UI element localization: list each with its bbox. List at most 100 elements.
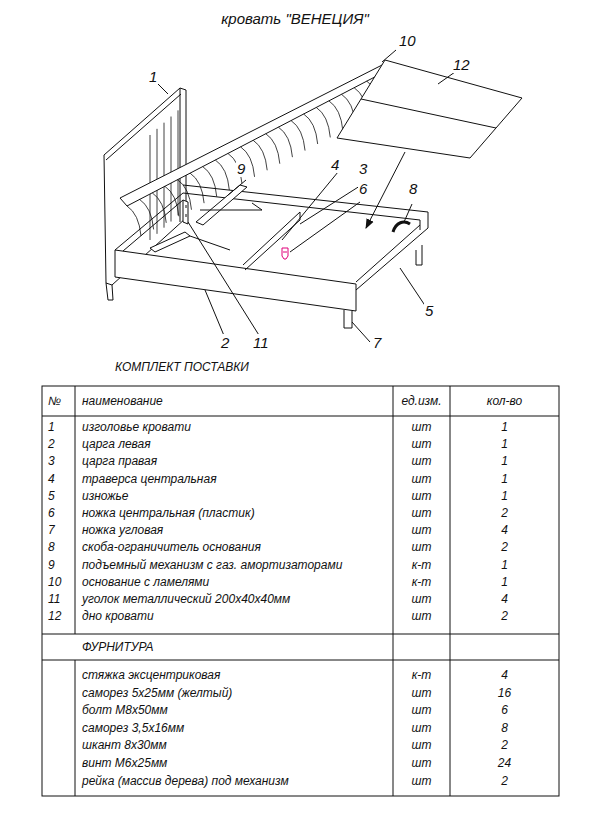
- callout-number: 2: [220, 334, 230, 351]
- table-cell: шт: [393, 592, 450, 606]
- table-header: №: [48, 394, 61, 408]
- section-heading: КОМПЛЕКТ ПОСТАВКИ: [115, 360, 249, 374]
- headboard-groove: [178, 110, 179, 215]
- table-cell: шт: [393, 774, 450, 788]
- lamella: [253, 140, 267, 170]
- table-cell: 11: [48, 592, 60, 606]
- table-cell: шт: [393, 721, 450, 735]
- table-cell: шт: [393, 703, 450, 717]
- lamella: [304, 114, 318, 144]
- callout-number: 1: [148, 68, 158, 85]
- table-cell: 7: [48, 523, 55, 537]
- table-cell: 4: [450, 523, 559, 537]
- lamella: [215, 160, 229, 190]
- table-cell: шт: [393, 540, 450, 554]
- table-cell: изголовье кровати: [82, 420, 191, 434]
- lamella: [266, 134, 280, 164]
- table-cell: 16: [450, 686, 559, 700]
- callout-number: 6: [358, 180, 368, 197]
- table-cell: к-т: [393, 558, 450, 572]
- table-cell: уголок металлический 200х40х40мм: [82, 592, 290, 606]
- lamella: [329, 101, 343, 131]
- lamella: [165, 186, 179, 216]
- table-cell: царга правая: [82, 454, 157, 468]
- table-cell: шт: [393, 686, 450, 700]
- table-cell: рейка (массив дерева) под механизм: [82, 774, 289, 788]
- table-cell: траверса центральная: [82, 472, 217, 486]
- table-cell: 2: [450, 738, 559, 752]
- callout-number: 8: [408, 180, 418, 197]
- table-cell: саморез 3,5х16мм: [82, 721, 184, 735]
- lamella: [190, 173, 204, 203]
- table-cell: болт М8х50мм: [82, 703, 168, 717]
- table-cell: изножье: [82, 489, 129, 503]
- table-cell: 6: [450, 703, 559, 717]
- table-cell: 1: [48, 420, 55, 434]
- table-cell: шт: [393, 437, 450, 451]
- table-cell: 1: [450, 437, 559, 451]
- table-cell: шт: [393, 489, 450, 503]
- table-cell: шт: [393, 472, 450, 486]
- table-cell: 1: [450, 558, 559, 572]
- table-header: ед.изм.: [393, 394, 450, 408]
- table-cell: стяжка эксцентриковая: [82, 668, 220, 682]
- table-cell: ножка угловая: [82, 523, 163, 537]
- table-cell: к-т: [393, 668, 450, 682]
- table-header: наименование: [82, 394, 163, 408]
- callout-number: 12: [452, 56, 471, 73]
- table-cell: дно кровати: [82, 609, 154, 623]
- table-cell: винт М6х25мм: [82, 756, 167, 770]
- table-cell: 2: [450, 506, 559, 520]
- lamella: [152, 193, 166, 223]
- callout-number: 3: [358, 160, 368, 177]
- callout-number: 11: [252, 334, 270, 351]
- table-cell: шт: [393, 454, 450, 468]
- table-cell: шт: [393, 609, 450, 623]
- table-cell: 24: [450, 756, 559, 770]
- table-cell: 4: [450, 668, 559, 682]
- table-cell: 2: [48, 437, 55, 451]
- callout-number: 9: [236, 160, 246, 177]
- table-cell: 2: [450, 774, 559, 788]
- callout-number: 4: [330, 156, 340, 173]
- table-cell: 8: [48, 540, 55, 554]
- table-cell: 6: [48, 506, 55, 520]
- table-cell: 5: [48, 489, 55, 503]
- table-cell: 4: [48, 472, 55, 486]
- callout-number: 7: [372, 334, 382, 351]
- lamella: [127, 206, 141, 236]
- table-cell: к-т: [393, 575, 450, 589]
- table-cell: 12: [48, 609, 61, 623]
- lamella: [316, 107, 330, 137]
- table-cell: 8: [450, 721, 559, 735]
- lamella: [177, 180, 191, 210]
- table-cell: 2: [450, 540, 559, 554]
- table-cell: 1: [450, 489, 559, 503]
- headboard-groove: [171, 117, 172, 222]
- table-cell: 1: [450, 575, 559, 589]
- table-cell: ножка центральная (пластик): [82, 506, 255, 520]
- table-cell: основание с ламелями: [82, 575, 209, 589]
- callout-number: 10: [398, 32, 417, 49]
- callout-number: 5: [424, 302, 434, 319]
- diagram-title: кровать "ВЕНЕЦИЯ": [221, 10, 369, 28]
- table-cell: 1: [450, 454, 559, 468]
- table-cell: скоба-ограничитель основания: [82, 540, 261, 554]
- table-cell: 2: [450, 609, 559, 623]
- table-cell: шкант 8х30мм: [82, 738, 167, 752]
- table-section: ФУРНИТУРА: [82, 640, 153, 654]
- table-cell: царга левая: [82, 437, 151, 451]
- table-cell: 9: [48, 558, 55, 572]
- lamella: [291, 121, 305, 151]
- lamella: [140, 199, 154, 229]
- table-cell: 10: [48, 575, 61, 589]
- table-cell: шт: [393, 420, 450, 434]
- table-cell: подъемный механизм с газ. амортизаторами: [82, 558, 342, 572]
- table-cell: саморез 5х25мм (желтый): [82, 686, 232, 700]
- table-cell: 1: [450, 472, 559, 486]
- lamella: [278, 127, 292, 157]
- table-cell: 4: [450, 592, 559, 606]
- table-cell: 3: [48, 454, 55, 468]
- table-cell: шт: [393, 738, 450, 752]
